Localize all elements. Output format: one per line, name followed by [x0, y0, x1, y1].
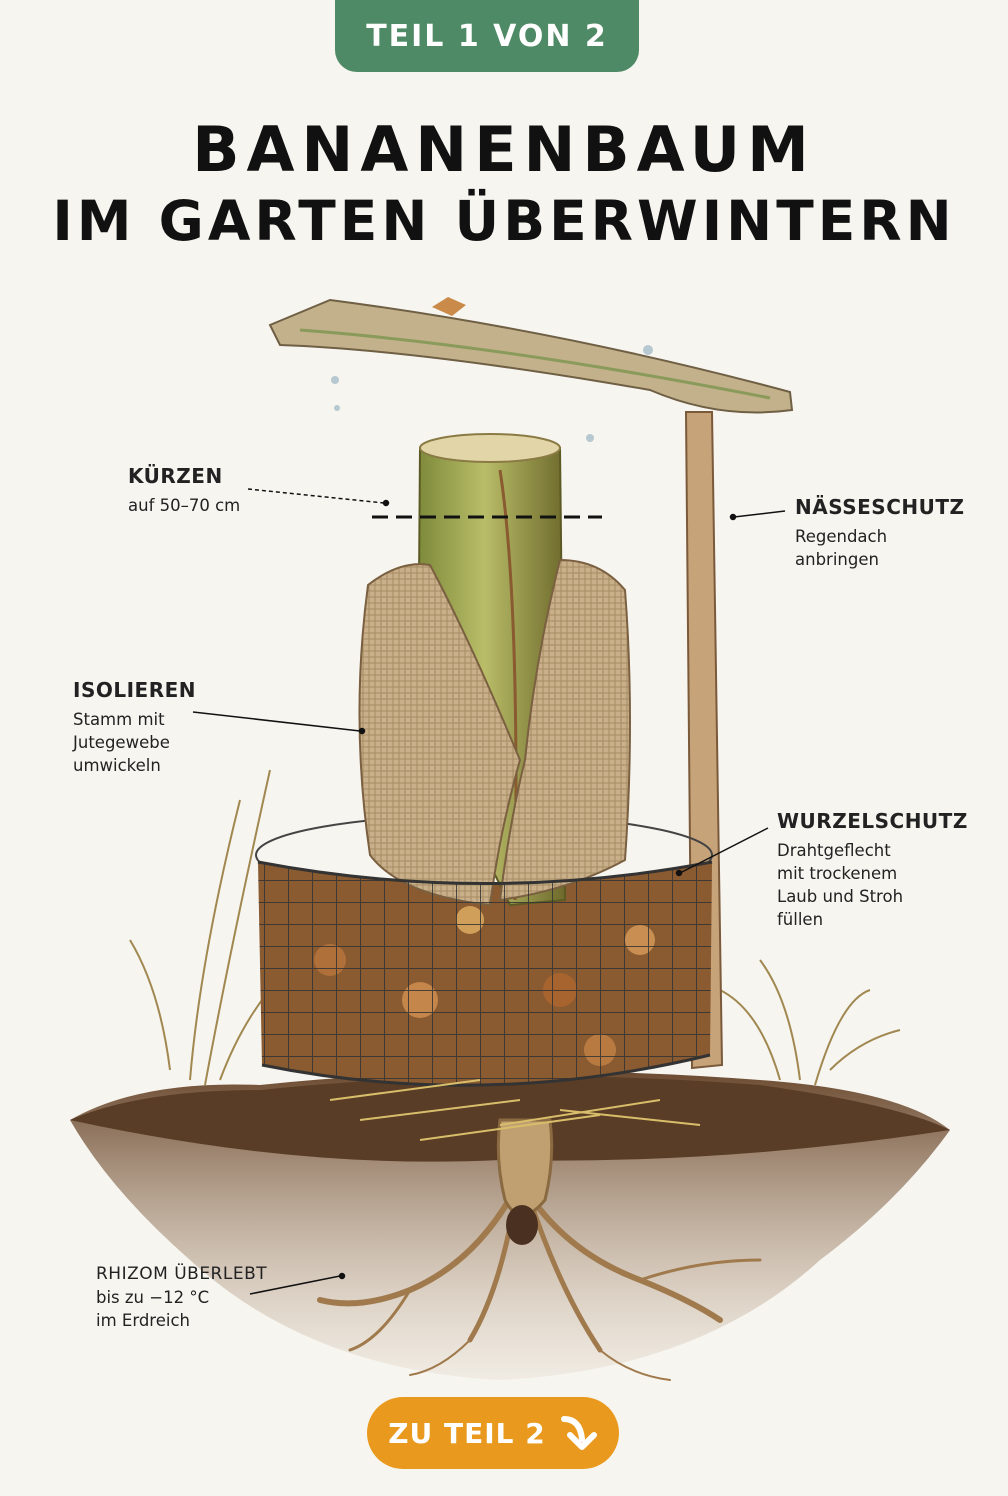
- isolieren-text: Stamm mit Jutegewebe umwickeln: [73, 710, 170, 775]
- next-part-label: ZU TEIL 2: [388, 1416, 546, 1450]
- wurzelschutz-text: Drahtgeflecht mit trockenem Laub und Str…: [777, 841, 904, 929]
- arrow-down-right-icon: [558, 1413, 598, 1453]
- next-part-button[interactable]: ZU TEIL 2: [367, 1397, 619, 1469]
- page-title: BANANENBAUM IM GARTEN ÜBERWINTERN: [0, 112, 1008, 255]
- label-isolieren: ISOLIEREN Stamm mit Jutegewebe umwickeln: [73, 678, 196, 777]
- dry-grass: [129, 769, 901, 1086]
- wurzelschutz-heading: WURZELSCHUTZ: [777, 809, 968, 833]
- leader-lines: [192, 488, 786, 1295]
- label-rhizom: RHIZOM ÜBERLEBT bis zu −12 °C im Erdreic…: [96, 1264, 267, 1332]
- label-naesseschutz: NÄSSESCHUTZ Regendach anbringen: [795, 495, 965, 571]
- burlap-wrap: [358, 558, 631, 907]
- straw-layer: [329, 1079, 701, 1141]
- rhizom-heading: RHIZOM ÜBERLEBT: [96, 1264, 268, 1284]
- kuerzen-heading: KÜRZEN: [128, 464, 223, 488]
- isolieren-heading: ISOLIEREN: [73, 678, 196, 702]
- title-line-1: BANANENBAUM: [192, 113, 816, 186]
- naesseschutz-text: Regendach anbringen: [795, 527, 888, 569]
- wire-cage-front: [257, 860, 713, 1087]
- rhizome-roots: [317, 1118, 762, 1381]
- label-kuerzen: KÜRZEN auf 50–70 cm: [128, 464, 240, 517]
- part-badge: TEIL 1 VON 2: [335, 0, 639, 72]
- kuerzen-text: auf 50–70 cm: [128, 496, 241, 515]
- title-line-2: IM GARTEN ÜBERWINTERN: [52, 188, 956, 253]
- rhizom-text: bis zu −12 °C im Erdreich: [96, 1288, 210, 1330]
- naesseschutz-heading: NÄSSESCHUTZ: [795, 495, 965, 519]
- label-wurzelschutz: WURZELSCHUTZ Drahtgeflecht mit trockenem…: [777, 809, 968, 931]
